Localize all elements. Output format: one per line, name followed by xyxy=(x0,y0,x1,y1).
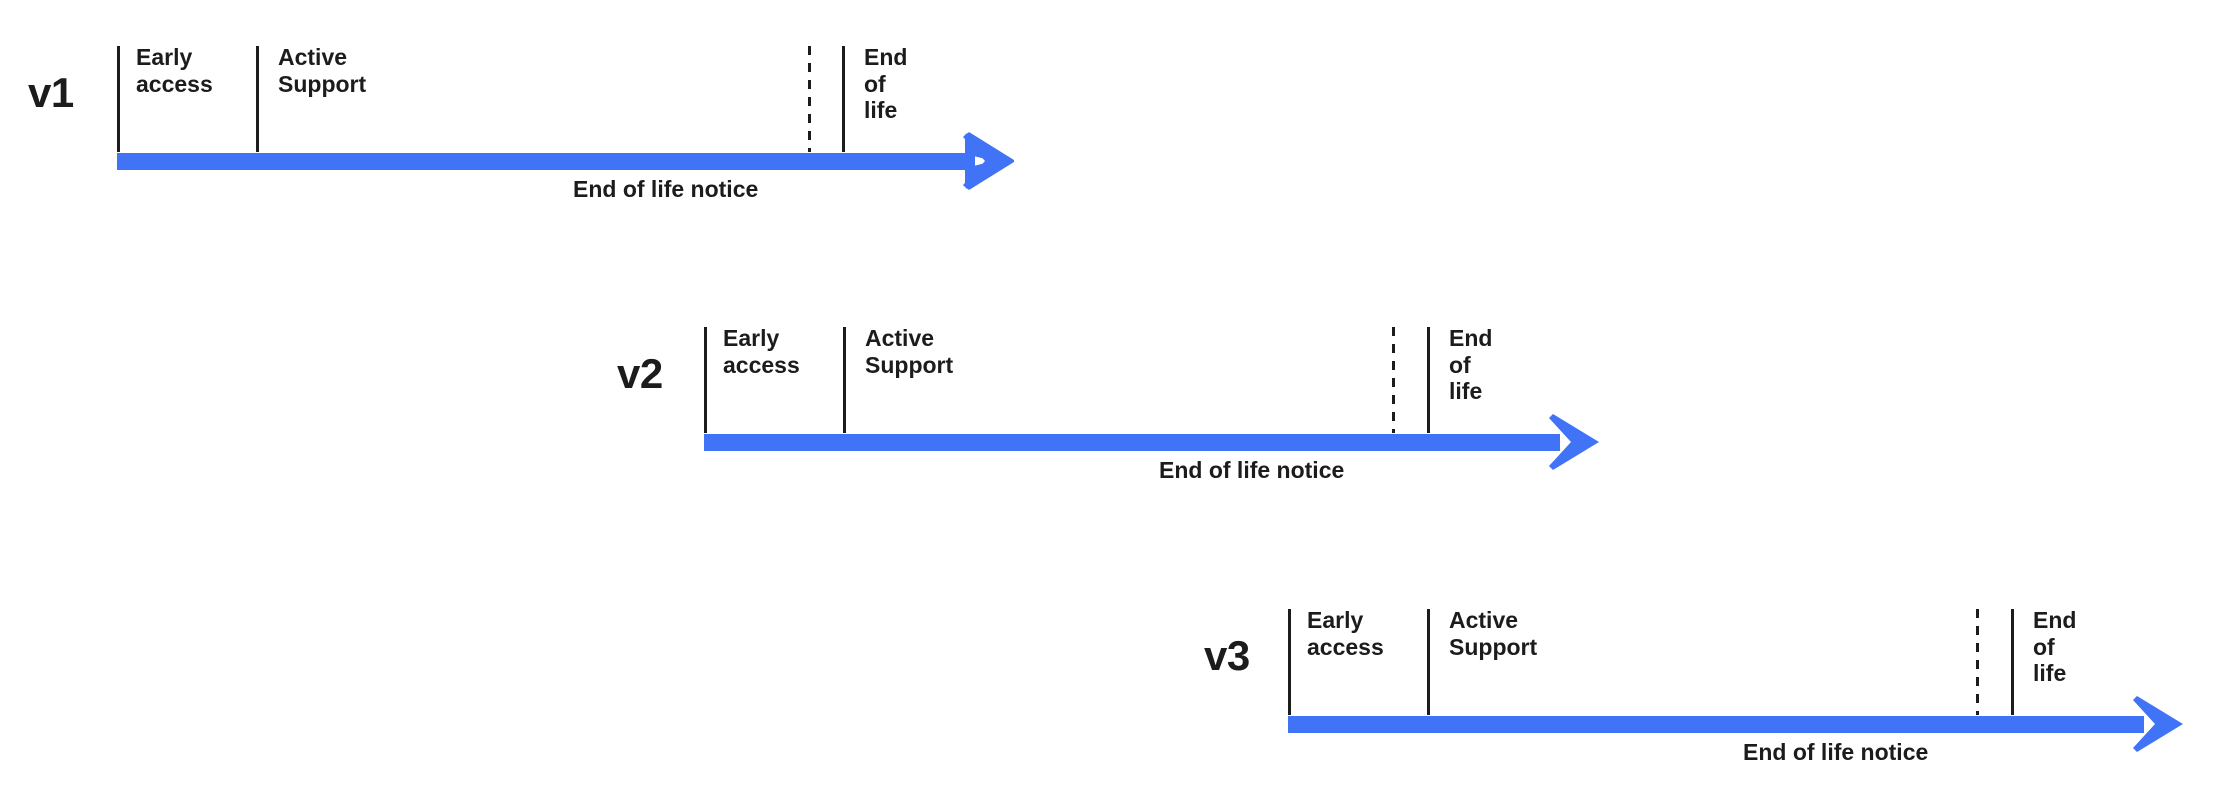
lifecycle-arrow-track-v2 xyxy=(704,434,1560,451)
lifecycle-arrow-track-v3 xyxy=(1288,716,2144,733)
phase-divider-end-of-life-start-v3 xyxy=(2011,609,2014,715)
phase-label-early-access-v2: Early access xyxy=(723,325,800,378)
phase-label-active-support-v1: Active Support xyxy=(278,44,367,97)
end-of-life-notice-marker-v3 xyxy=(1976,609,1979,715)
phase-divider-active-support-start-v2 xyxy=(843,327,846,433)
phase-divider-early-access-start-v3 xyxy=(1288,609,1291,715)
phase-divider-active-support-start-v3 xyxy=(1427,609,1430,715)
phase-divider-early-access-start-v1 xyxy=(117,46,120,152)
phase-label-early-access-v1: Early access xyxy=(136,44,213,97)
phase-label-active-support-v3: Active Support xyxy=(1449,607,1538,660)
phase-divider-end-of-life-start-v1 xyxy=(842,46,845,152)
version-label-v3: v3 xyxy=(1204,632,1250,679)
phase-divider-early-access-start-v2 xyxy=(704,327,707,433)
phase-label-end-of-life-v2: End of life xyxy=(1449,325,1493,405)
version-label-v1: v1 xyxy=(28,69,74,116)
lifecycle-arrow-track-v1 xyxy=(117,153,975,170)
phase-label-active-support-v2: Active Support xyxy=(865,325,954,378)
version-label-v2: v2 xyxy=(617,350,663,397)
phase-label-end-of-life-v1: End of life xyxy=(864,44,908,124)
phase-divider-end-of-life-start-v2 xyxy=(1427,327,1430,433)
end-of-life-notice-marker-v1 xyxy=(808,46,811,152)
end-of-life-notice-marker-v2 xyxy=(1392,327,1395,433)
phase-label-early-access-v3: Early access xyxy=(1307,607,1384,660)
end-of-life-notice-label-v2: End of life notice xyxy=(1159,457,1345,483)
end-of-life-notice-label-v3: End of life notice xyxy=(1743,739,1929,765)
phase-divider-active-support-start-v1 xyxy=(256,46,259,152)
end-of-life-notice-label-v1: End of life notice xyxy=(573,176,759,202)
phase-label-end-of-life-v3: End of life xyxy=(2033,607,2077,687)
